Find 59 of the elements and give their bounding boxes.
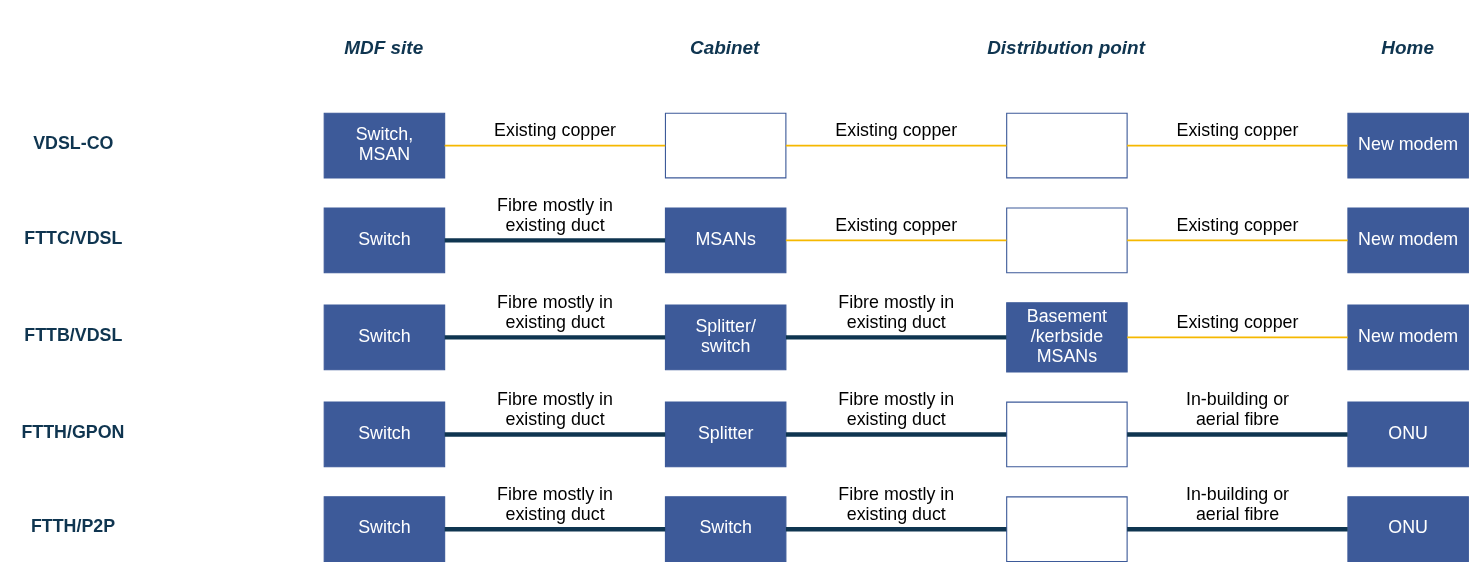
node-box: [664, 112, 787, 179]
node-box: ONU: [1347, 496, 1469, 563]
node-box: Splitter/ switch: [664, 304, 787, 371]
edge-label: Fibre mostly in existing duct: [497, 292, 614, 333]
edge-label: Existing copper: [835, 120, 958, 141]
node-box: Switch: [664, 496, 787, 563]
connector: [444, 526, 666, 532]
node-box: Switch: [323, 207, 446, 274]
edge-label: Existing copper: [1176, 215, 1299, 236]
connector: [785, 432, 1007, 437]
connector: [1127, 432, 1348, 437]
node-box: [1006, 207, 1128, 274]
node-box: New modem: [1347, 207, 1469, 274]
edge-label: Fibre mostly in existing duct: [838, 389, 955, 430]
edge-label: Existing copper: [1176, 312, 1299, 333]
label: FTTH/GPON: [21, 421, 125, 442]
node-box: Switch: [323, 304, 446, 371]
connector: [785, 144, 1008, 147]
label: FTTC/VDSL: [24, 227, 123, 248]
edge-label: Fibre mostly in existing duct: [497, 389, 614, 430]
connector: [1127, 526, 1348, 532]
node-box: [1006, 496, 1128, 563]
connector: [444, 432, 666, 437]
node-box: New modem: [1347, 304, 1469, 371]
connector: [444, 335, 666, 340]
node-box: ONU: [1347, 401, 1469, 468]
connector: [1126, 336, 1349, 339]
edge-label: In-building or aerial fibre: [1185, 389, 1290, 430]
label: MDF site: [344, 37, 424, 59]
connector: [444, 238, 666, 243]
label: Distribution point: [987, 37, 1145, 59]
edge-label: Fibre mostly in existing duct: [497, 195, 614, 236]
label: Home: [1381, 37, 1434, 59]
node-box: Splitter: [664, 401, 787, 468]
node-box: MSANs: [664, 207, 787, 274]
connector: [443, 144, 667, 147]
edge-label: Fibre mostly in existing duct: [838, 292, 955, 333]
node-box: [1006, 112, 1128, 179]
node-box: Switch, MSAN: [323, 112, 446, 179]
edge-label: Fibre mostly in existing duct: [497, 483, 614, 525]
edge-label: Existing copper: [494, 120, 616, 141]
connector: [1126, 239, 1349, 242]
connector: [785, 335, 1007, 340]
edge-label: Existing copper: [835, 215, 958, 236]
label: FTTB/VDSL: [24, 324, 123, 345]
edge-label: Fibre mostly in existing duct: [838, 483, 955, 525]
connector: [1126, 144, 1349, 147]
node-box: Switch: [323, 496, 446, 563]
label: VDSL-CO: [33, 132, 114, 153]
node-box: Switch: [323, 401, 446, 468]
edge-label: In-building or aerial fibre: [1185, 483, 1290, 525]
label: Cabinet: [689, 37, 760, 59]
connector: [785, 526, 1007, 532]
node-box: New modem: [1347, 112, 1469, 179]
node-box: [1006, 401, 1128, 468]
node-box: Basement /kerbside MSANs: [1006, 302, 1128, 373]
edge-label: Existing copper: [1176, 120, 1299, 141]
connector: [785, 239, 1008, 242]
label: FTTH/P2P: [30, 516, 116, 537]
